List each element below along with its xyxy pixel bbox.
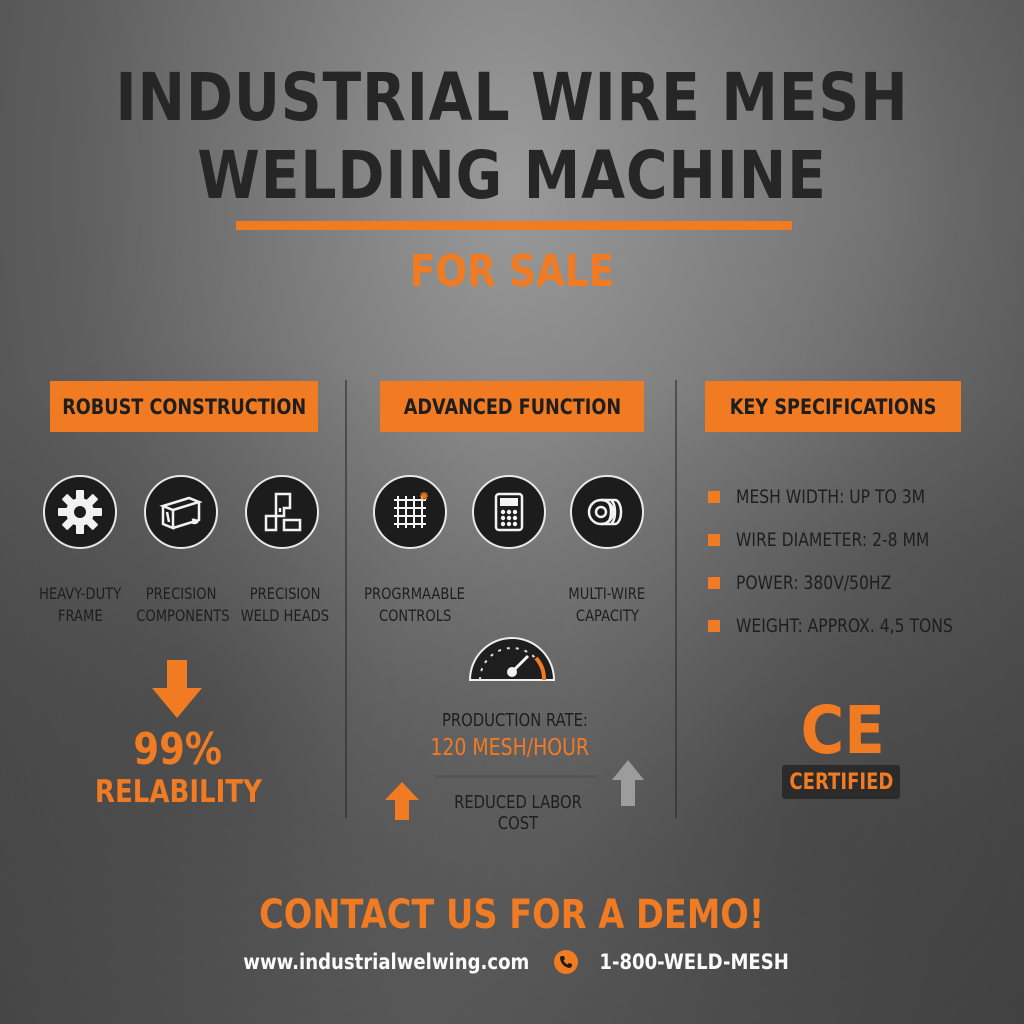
- website-link[interactable]: www.industrialwelwing.com: [242, 950, 529, 974]
- section-header-label: ADVANCED FUNCTION: [403, 394, 621, 419]
- spec-item: WEIGHT: APPROX. 4,5 TONS: [708, 615, 1000, 637]
- phone-icon: [554, 950, 579, 974]
- bullet-square-icon: [708, 534, 720, 546]
- section-header-specs: KEY SPECIFICATIONS: [705, 381, 961, 432]
- speedometer-icon: [466, 626, 558, 689]
- up-arrow-orange-icon: [385, 782, 419, 825]
- bullet-square-icon: [708, 620, 720, 632]
- section-header-construction: ROBUST CONSTRUCTION: [50, 381, 318, 432]
- page-title-line-2: WELDING MACHINE: [197, 137, 827, 214]
- reliability-label: RELABILITY: [94, 774, 262, 810]
- contact-cta: CONTACT US FOR A DEMO!: [259, 892, 765, 938]
- contact-line: www.industrialwelwing.com 1-800-WELD-MES…: [0, 950, 1024, 974]
- feature-label-heavy-duty-frame: HEAVY-DUTY FRAME: [38, 584, 122, 625]
- certified-badge: CERTIFIED: [782, 765, 900, 799]
- gear-icon: [43, 475, 117, 549]
- spec-item: POWER: 380V/50HZ: [708, 572, 925, 594]
- bullet-square-icon: [708, 491, 720, 503]
- column-divider: [345, 380, 347, 818]
- feature-label-multi-wire-capacity: MULTI-WIRE CAPACITY: [568, 584, 646, 625]
- production-rate-label: PRODUCTION RATE:: [442, 710, 588, 731]
- spec-item: MESH WIDTH: UP TO 3M: [708, 486, 967, 508]
- production-divider: [435, 775, 597, 778]
- reduced-labor-cost-label: REDUCED LABOR COST: [454, 792, 582, 834]
- title-underline: [236, 221, 792, 230]
- section-header-function: ADVANCED FUNCTION: [380, 381, 644, 432]
- bullet-square-icon: [708, 577, 720, 589]
- feature-label-precision-components: PRECISION COMPONENTS: [136, 584, 230, 625]
- down-arrow-icon: [152, 660, 202, 723]
- control-panel-icon: [472, 475, 546, 549]
- feature-label-precision-weld-heads: PRECISION WELD HEADS: [240, 584, 330, 625]
- steel-beam-icon: [144, 475, 218, 549]
- feature-label-programmable-controls: PROGRMAABLE CONTROLS: [364, 584, 466, 625]
- section-header-label: KEY SPECIFICATIONS: [729, 394, 937, 419]
- section-header-label: ROBUST CONSTRUCTION: [62, 394, 306, 419]
- spec-item: WIRE DIAMETER: 2-8 MM: [708, 529, 972, 551]
- wire-spool-icon: [570, 475, 644, 549]
- ce-mark-icon: CE: [800, 692, 886, 769]
- reliability-value: 99%: [133, 724, 223, 775]
- mesh-grid-icon: [373, 475, 447, 549]
- production-rate-value: 120 MESH/HOUR: [430, 735, 590, 761]
- up-arrow-gray-icon: [612, 760, 644, 811]
- weld-head-icon: [245, 475, 319, 549]
- column-divider: [675, 380, 677, 818]
- phone-number[interactable]: 1-800-WELD-MESH: [599, 950, 790, 974]
- page-title-line-1: INDUSTRIAL WIRE MESH: [115, 59, 909, 136]
- for-sale-subtitle: FOR SALE: [409, 246, 615, 297]
